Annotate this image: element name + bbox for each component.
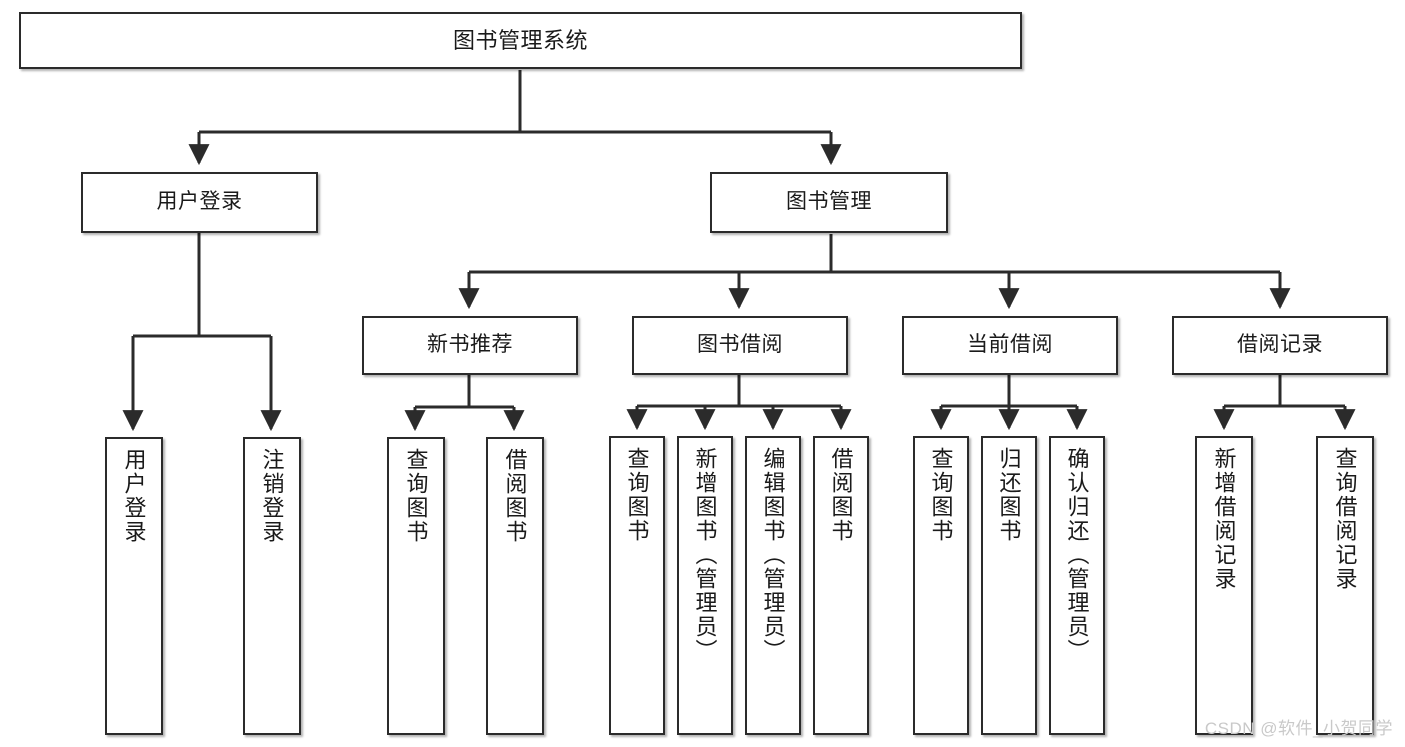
- leaf-records-query-label: 查询借阅记录: [1332, 447, 1358, 591]
- leaf-user-login-signin-label: 用户登录: [121, 448, 147, 544]
- leaf-borrow-query-book[interactable]: 查询图书: [609, 436, 665, 735]
- watermark: CSDN @软件_小贺同学: [1204, 719, 1393, 738]
- leaf-current-confirm-return[interactable]: 确认归还（管理员）: [1049, 436, 1105, 735]
- leaf-current-confirm-return-label: 确认归还（管理员）: [1064, 447, 1090, 663]
- leaf-borrow-borrow-book-label: 借阅图书: [828, 447, 854, 543]
- leaf-new-book-borrow[interactable]: 借阅图书: [486, 437, 544, 735]
- leaf-borrow-query-book-label: 查询图书: [624, 447, 650, 543]
- node-user-login[interactable]: 用户登录: [81, 172, 318, 233]
- node-book-management-label: 图书管理: [786, 190, 872, 214]
- leaf-new-book-query[interactable]: 查询图书: [387, 437, 445, 735]
- leaf-current-return-book-label: 归还图书: [996, 447, 1022, 543]
- leaf-borrow-add-book-label: 新增图书（管理员）: [692, 447, 718, 663]
- node-book-borrow[interactable]: 图书借阅: [632, 316, 848, 375]
- leaf-records-add-label: 新增借阅记录: [1211, 447, 1237, 591]
- leaf-borrow-edit-book[interactable]: 编辑图书（管理员）: [745, 436, 801, 735]
- leaf-current-query-book[interactable]: 查询图书: [913, 436, 969, 735]
- leaf-borrow-borrow-book[interactable]: 借阅图书: [813, 436, 869, 735]
- leaf-user-login-signout[interactable]: 注销登录: [243, 437, 301, 735]
- leaf-borrow-add-book[interactable]: 新增图书（管理员）: [677, 436, 733, 735]
- node-book-management[interactable]: 图书管理: [710, 172, 948, 233]
- node-root-label: 图书管理系统: [452, 27, 588, 53]
- leaf-new-book-borrow-label: 借阅图书: [502, 448, 528, 544]
- node-new-book-recommend-label: 新书推荐: [427, 333, 513, 357]
- node-borrow-records-label: 借阅记录: [1237, 333, 1323, 357]
- leaf-borrow-edit-book-label: 编辑图书（管理员）: [760, 447, 786, 663]
- leaf-user-login-signin[interactable]: 用户登录: [105, 437, 163, 735]
- leaf-records-add[interactable]: 新增借阅记录: [1195, 436, 1253, 735]
- leaf-user-login-signout-label: 注销登录: [259, 448, 285, 544]
- leaf-records-query[interactable]: 查询借阅记录: [1316, 436, 1374, 735]
- node-book-borrow-label: 图书借阅: [697, 333, 783, 357]
- leaf-current-query-book-label: 查询图书: [928, 447, 954, 543]
- node-user-login-label: 用户登录: [156, 190, 243, 214]
- leaf-new-book-query-label: 查询图书: [403, 448, 429, 544]
- node-current-borrow[interactable]: 当前借阅: [902, 316, 1118, 375]
- node-borrow-records[interactable]: 借阅记录: [1172, 316, 1388, 375]
- node-new-book-recommend[interactable]: 新书推荐: [362, 316, 578, 375]
- leaf-current-return-book[interactable]: 归还图书: [981, 436, 1037, 735]
- node-current-borrow-label: 当前借阅: [967, 333, 1053, 357]
- node-root[interactable]: 图书管理系统: [19, 12, 1022, 69]
